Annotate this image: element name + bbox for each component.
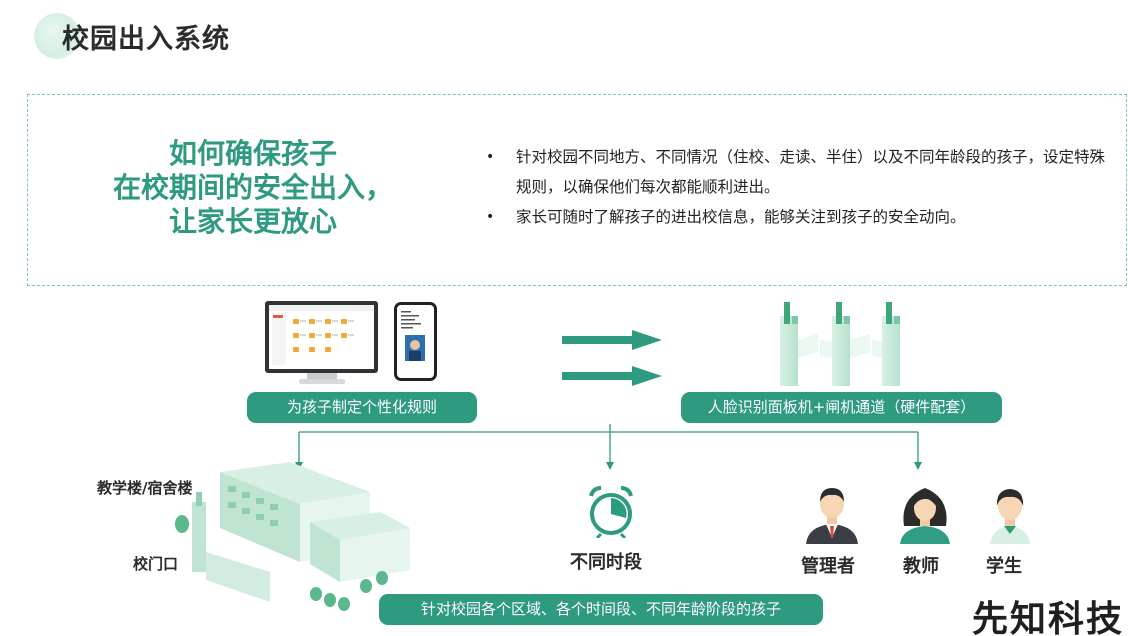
page-title: 校园出入系统 [62,24,230,55]
headline-line-2: 在校期间的安全出入， [112,171,393,204]
rules-pill: 为孩子制定个性化规则 [247,392,477,423]
headline: 如何确保孩子 在校期间的安全出入， 让家长更放心 [88,137,418,239]
turnstile-gate-icon [780,302,900,386]
right-arrow-icon [562,366,662,386]
bullet-list: 针对校园不同地方、不同情况（住校、走读、半住）以及不同年龄段的孩子，设定特殊规则… [486,142,1106,232]
title-decoration [34,13,80,59]
label-teacher: 教师 [903,556,939,577]
building-illustration [175,462,410,611]
info-box: 如何确保孩子 在校期间的安全出入， 让家长更放心 针对校园不同地方、不同情况（住… [27,94,1127,286]
label-student: 学生 [986,556,1022,577]
bullet-item-parents: 家长可随时了解孩子的进出校信息，能够关注到孩子的安全动向。 [486,202,1106,232]
label-building: 教学楼/宿舍楼 [97,479,193,497]
alarm-clock-icon [589,486,633,538]
right-arrow-icon [562,330,662,350]
teacher-avatar-icon [900,488,950,544]
bullet-item-rules: 针对校园不同地方、不同情况（住校、走读、半住）以及不同年龄段的孩子，设定特殊规则… [486,142,1106,202]
student-avatar-icon [990,489,1030,544]
mobile-phone-icon [394,302,437,381]
manager-avatar-icon [806,488,858,544]
hardware-pill: 人脸识别面板机+闸机通道（硬件配套） [681,392,1002,423]
label-gate: 校门口 [133,555,179,573]
scope-pill: 针对校园各个区域、各个时间段、不同年龄阶段的孩子 [379,594,823,625]
computer-monitor-icon [265,301,378,385]
brand-logo-text: 先知科技 [972,599,1125,636]
headline-line-1: 如何确保孩子 [168,137,337,170]
headline-line-3: 让家长更放心 [168,205,337,238]
label-manager: 管理者 [801,556,855,577]
label-time: 不同时段 [570,552,642,573]
